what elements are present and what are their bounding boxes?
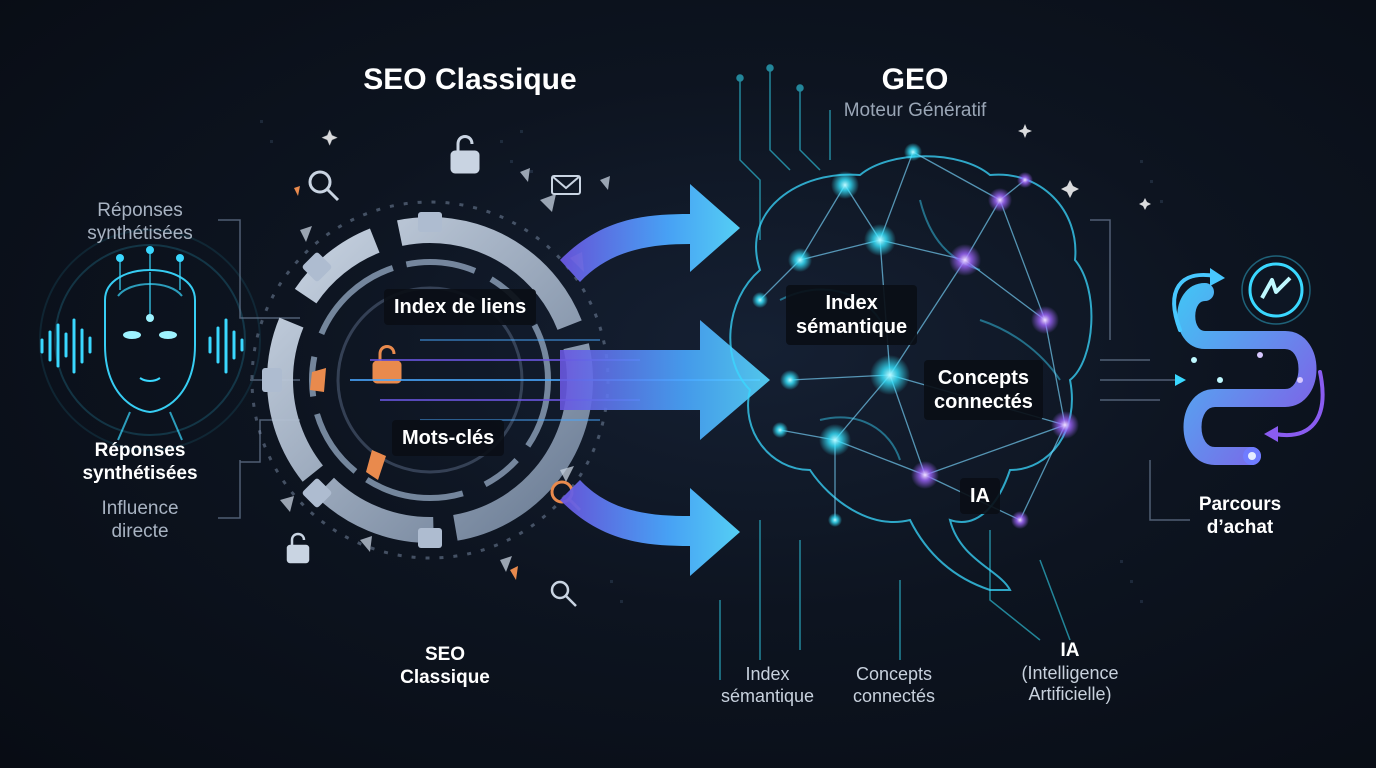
right-arrowheads [1175,374,1186,386]
arrow-top [560,184,740,282]
right-connectors [1090,219,1190,521]
arrow-middle [560,320,770,440]
geo-title: GEO [881,63,949,96]
footer-index-semantique: Index sémantique [720,664,815,706]
ai-head-icon [39,229,261,451]
box-concepts-connectes: Concepts connectés [924,360,1043,420]
purchase-journey-path-icon [1172,268,1325,465]
padlock-icon [450,135,480,174]
left-bottom-label: Influence directe [101,498,179,542]
footer-concepts-connectes: Concepts connectés [852,664,936,706]
box-index-de-liens: Index de liens [384,289,537,325]
left-top-label: Réponses synthétisées [87,200,193,244]
journey-label: Parcours d’achat [1198,494,1282,538]
box-ia: IA [960,478,1000,514]
seo-title: SEO Classique [363,63,577,96]
magnifier-small-icon [550,580,577,607]
sound-wave-right-icon [208,318,244,374]
seo-fragments [280,168,610,572]
circuit-lines [719,64,1071,680]
lightning-badge-icon [1241,255,1311,325]
footer-ia: IA (Intelligence Artificielle) [1021,640,1119,705]
magnifier-icon [308,170,340,202]
arrow-bottom [560,480,740,576]
geo-subtitle: Moteur Génératif [843,100,987,121]
background-pattern [260,120,1163,603]
envelope-icon [551,175,581,195]
padlock-orange-icon [372,345,402,384]
left-mid-label: Réponses synthétisées [82,440,198,484]
box-mots-cles: Mots-clés [392,420,505,456]
padlock-small-icon [286,532,310,564]
sound-wave-left-icon [40,318,92,374]
brain-network-nodes [752,143,1079,529]
seo-footer-label: SEO Classique [400,644,490,688]
sparkles [321,124,1151,210]
box-index-semantique: Index sémantique [786,285,918,345]
